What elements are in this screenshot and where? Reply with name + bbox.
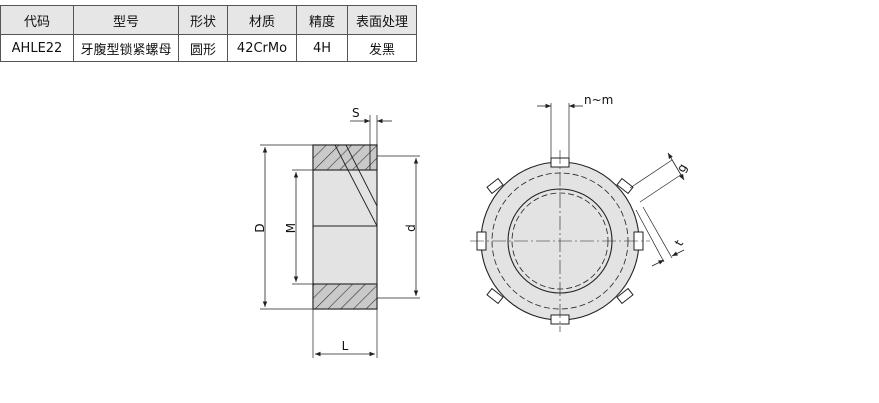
label-d: d xyxy=(404,224,418,232)
label-t: t xyxy=(672,237,687,248)
header-precision: 精度 xyxy=(296,5,348,35)
hatch-top xyxy=(312,144,378,171)
nut-section-body xyxy=(312,144,378,310)
spec-table: 代码 型号 形状 材质 精度 表面处理 AHLE22 牙腹型锁紧螺母 圆形 42… xyxy=(0,5,417,62)
label-L: L xyxy=(342,339,349,353)
spec-table-header-row: 代码 型号 形状 材质 精度 表面处理 xyxy=(0,5,417,35)
cell-model: 牙腹型锁紧螺母 xyxy=(73,34,179,62)
front-view xyxy=(470,103,685,332)
label-M: M xyxy=(284,223,298,233)
label-S: S xyxy=(352,106,360,120)
label-n-m: n~m xyxy=(584,93,613,107)
label-g: g xyxy=(674,161,690,175)
cell-precision: 4H xyxy=(296,34,348,62)
label-D: D xyxy=(253,223,267,232)
cell-code: AHLE22 xyxy=(0,34,74,62)
header-surface: 表面处理 xyxy=(347,5,417,35)
section-view xyxy=(260,115,420,358)
cell-shape: 圆形 xyxy=(178,34,228,62)
header-code: 代码 xyxy=(0,5,74,35)
cell-surface: 发黑 xyxy=(347,34,417,62)
spec-table-row: AHLE22 牙腹型锁紧螺母 圆形 42CrMo 4H 发黑 xyxy=(0,34,417,62)
hatch-bottom xyxy=(312,283,378,310)
